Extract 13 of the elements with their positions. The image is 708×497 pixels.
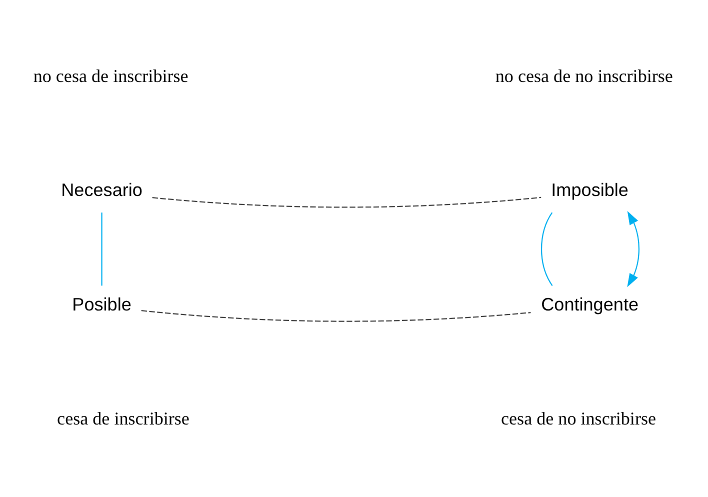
label: no cesa de inscribirse xyxy=(33,66,188,86)
label: cesa de inscribirse xyxy=(57,408,190,428)
connector xyxy=(540,212,553,286)
arrow xyxy=(627,210,640,287)
connector xyxy=(141,310,531,322)
label: no cesa de no inscribirse xyxy=(495,66,673,86)
node-text: Contingente xyxy=(541,294,639,314)
node-text: Necesario xyxy=(61,180,142,200)
label: cesa de no inscribirse xyxy=(501,408,656,428)
node-text: Posible xyxy=(72,294,132,314)
connector xyxy=(152,196,542,208)
connector xyxy=(101,212,102,286)
node-text: Imposible xyxy=(551,180,628,200)
